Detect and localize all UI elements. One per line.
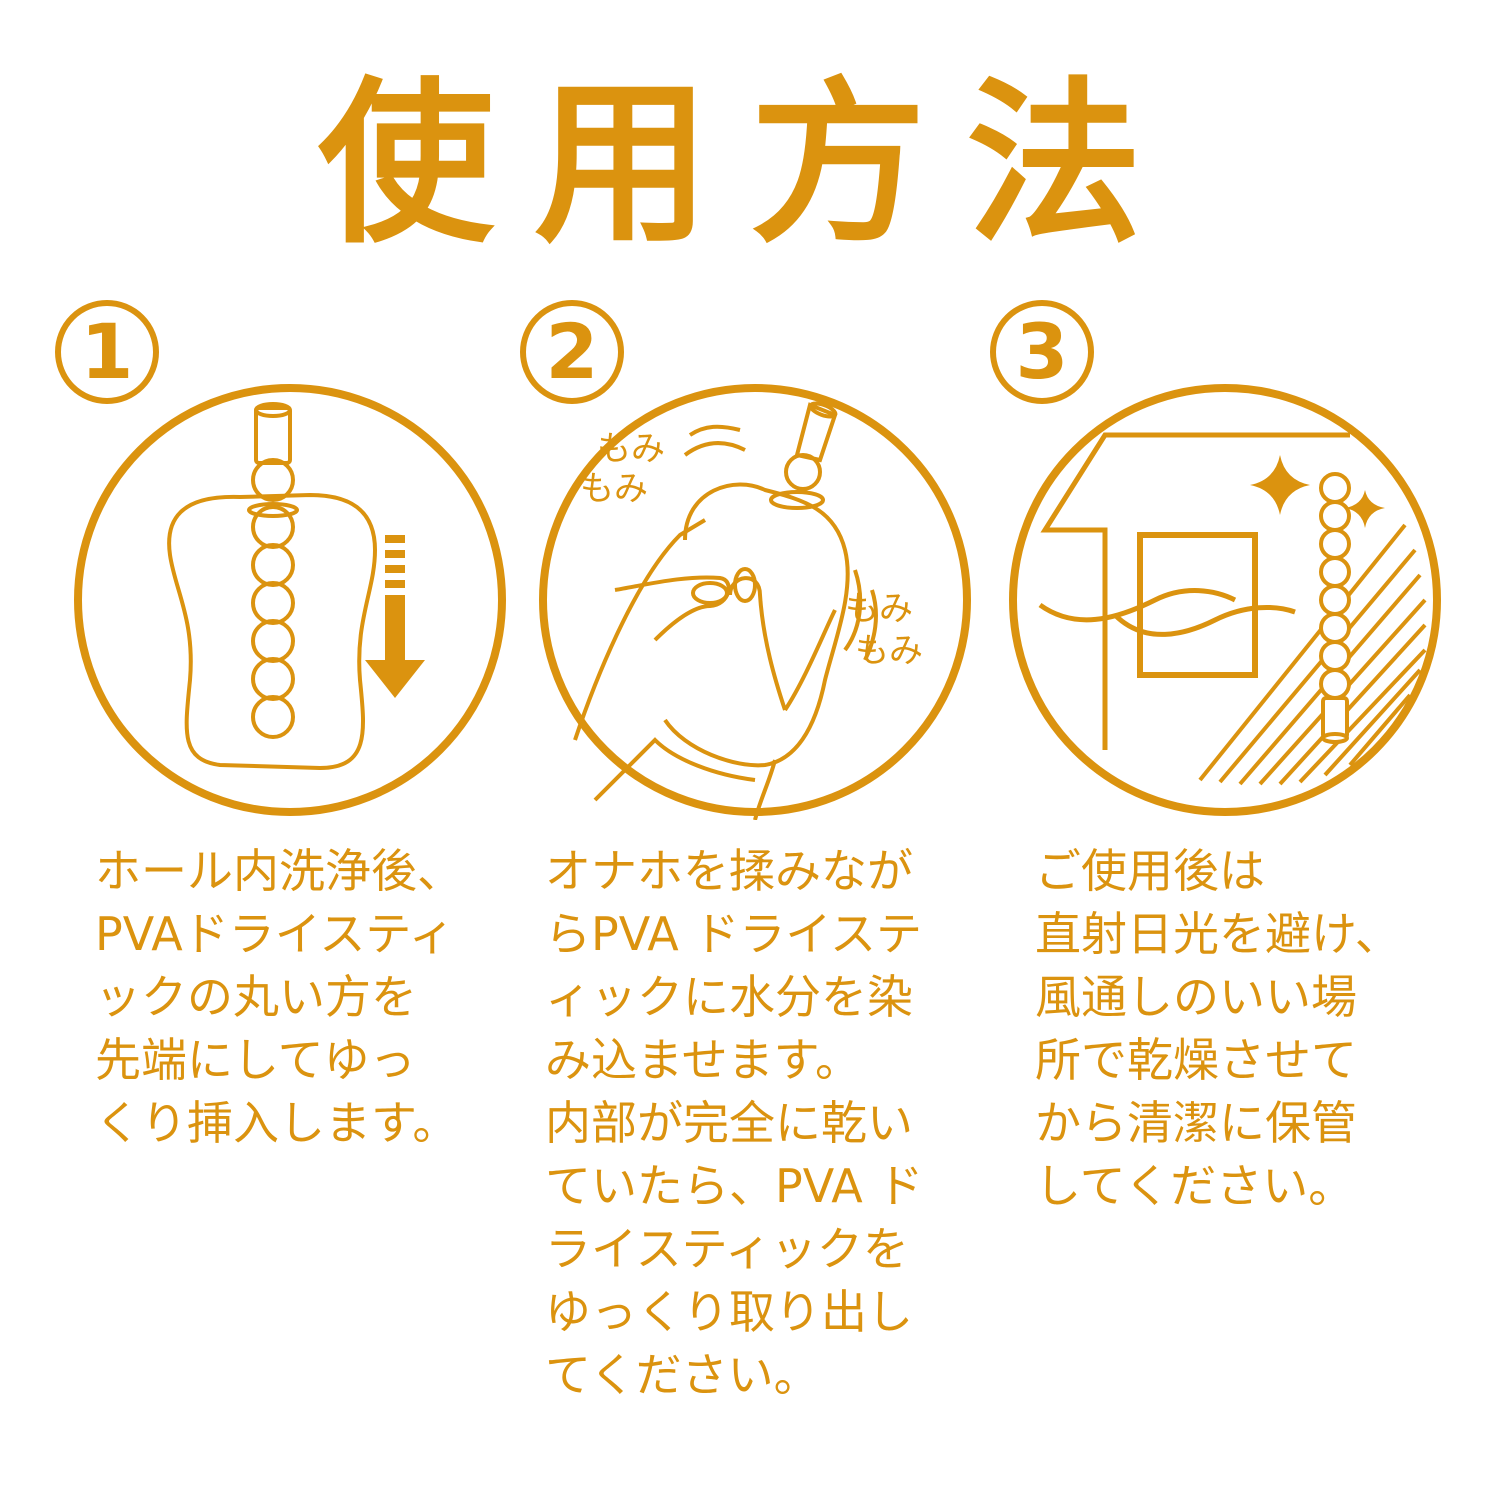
step-description: ご使用後は 直射日光を避け、 風通しのいい場 所で乾燥させて から清潔に保管 し… (1035, 844, 1401, 1213)
page-title: 使用方法 (317, 62, 1182, 267)
step-1: 1 (50, 300, 520, 1450)
step-description: オナホを揉みなが らPVA ドライステ ィックに水分を染 み込ませます。 内部が… (545, 844, 924, 1402)
sparkle-icon (1250, 455, 1310, 515)
sparkle-icon (1345, 490, 1385, 528)
sunlight-hatching (1198, 523, 1427, 786)
step-2: 2 (515, 300, 985, 1450)
pva-stick-icon (769, 401, 838, 510)
hand-squeezing-illustration: もみ もみ もみ もみ (535, 380, 975, 820)
step-number-badge: 1 (55, 300, 159, 404)
pva-stick-icon (247, 402, 299, 739)
pva-stick-icon (1319, 472, 1351, 744)
step-3: 3 (985, 300, 1455, 1450)
step-description: ホール内洗浄後、 PVAドライスティ ックの丸い方を 先端にしてゆっ くり挿入し… (95, 844, 463, 1150)
drying-indoors-illustration (1005, 380, 1445, 820)
down-arrow-icon (365, 535, 425, 698)
onomatopoeia-text: もみ (580, 469, 648, 509)
step-number-badge: 2 (520, 300, 624, 404)
hand-icon (573, 518, 837, 820)
onomatopoeia-text: もみ (597, 429, 665, 469)
hole-outline-icon (167, 492, 378, 771)
window-icon (1137, 532, 1258, 678)
step-number-badge: 3 (990, 300, 1094, 404)
house-icon (1040, 432, 1350, 750)
stick-insert-into-hole-illustration (70, 380, 510, 820)
wind-icon (1038, 588, 1237, 623)
onomatopoeia-text: もみ (855, 631, 923, 671)
onomatopoeia-text: もみ (845, 589, 913, 629)
